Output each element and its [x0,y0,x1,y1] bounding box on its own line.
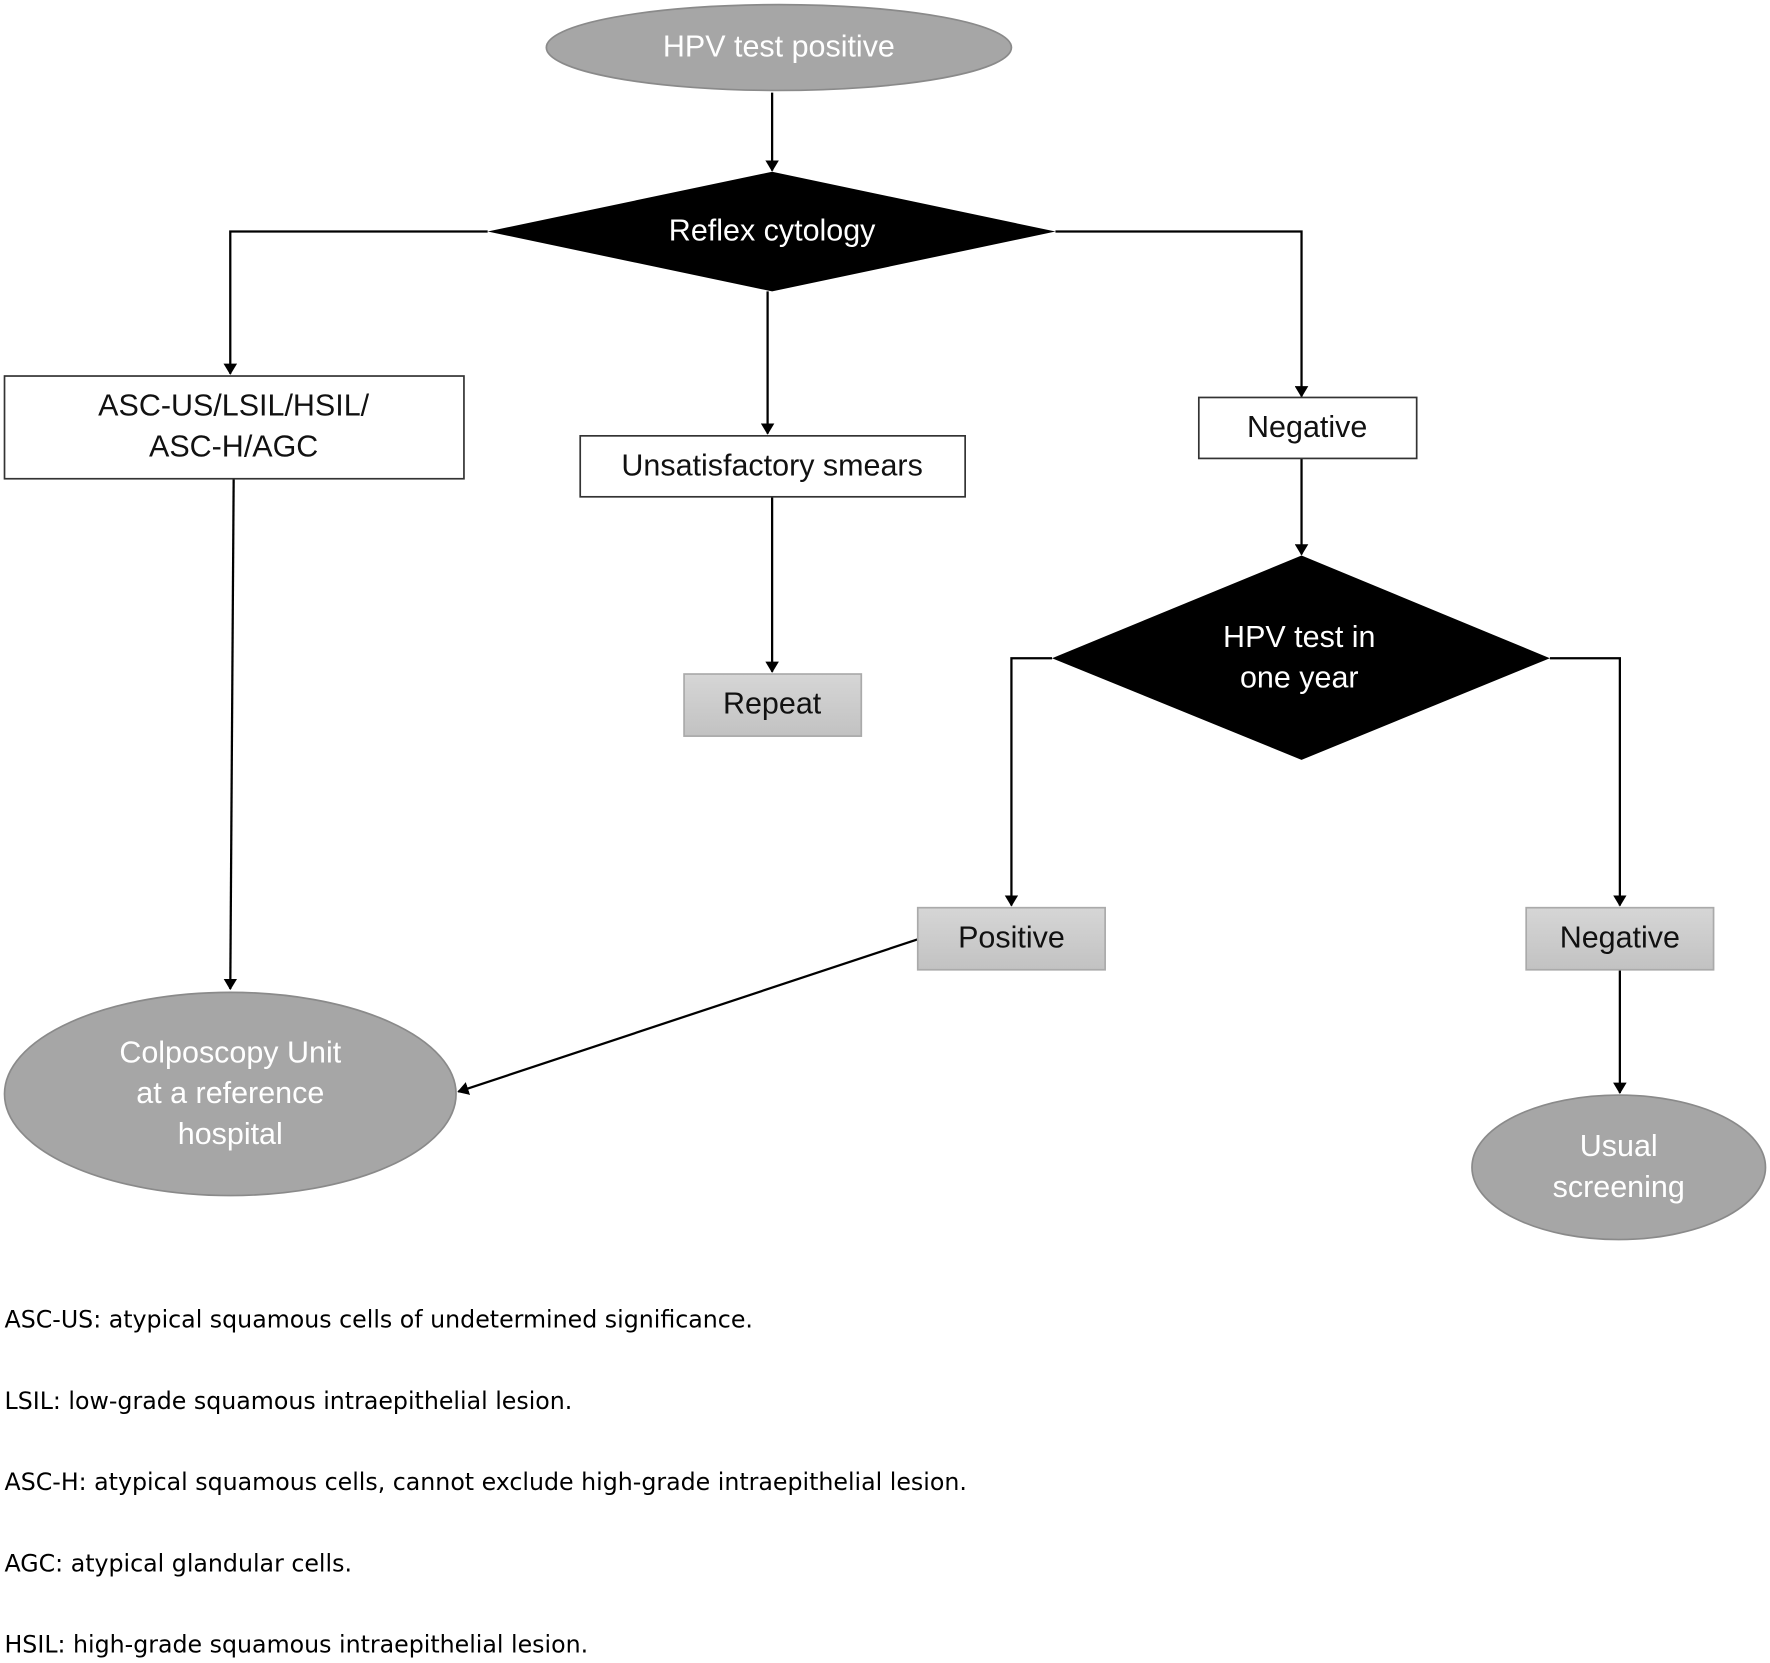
footnote: ASC-US: atypical squamous cells of undet… [5,1306,753,1334]
edge-reflex-abnormal [223,230,488,375]
node-negative-hpv: Negative [1525,906,1715,971]
node-label: Repeat [723,687,822,721]
edges [223,92,1627,1095]
node-repeat: Repeat [683,673,863,737]
edge-abnormal-colposcopy [223,478,238,991]
node-label: Positive [958,920,1065,954]
node-label: one year [1240,661,1359,695]
node-usual-screening: Usual screening [1471,1094,1767,1241]
node-label: Negative [1247,410,1367,444]
node-hpv-test-one-year: HPV test in one year [1052,555,1550,760]
edge-hpvyear-negative [1549,657,1627,907]
edge-reflex-negative [1055,230,1309,398]
edge-hpvyear-positive [1004,657,1053,907]
node-label: screening [1553,1170,1685,1204]
node-unsatisfactory-smears: Unsatisfactory smears [579,434,966,498]
footnote: AGC: atypical glandular cells. [5,1549,352,1577]
node-label: at a reference [136,1076,324,1110]
node-abnormal-cytology: ASC-US/LSIL/HSIL/ ASC-H/AGC [3,375,465,480]
node-label: ASC-US/LSIL/HSIL/ [98,389,369,423]
node-label: Negative [1560,920,1680,954]
node-negative-cytology: Negative [1197,396,1418,460]
node-label: HPV test positive [663,30,895,64]
node-hpv-test-positive: HPV test positive [545,3,1013,92]
node-reflex-cytology: Reflex cytology [487,171,1056,292]
edge-positive-colposcopy [457,938,919,1095]
footnote: HSIL: high-grade squamous intraepithelia… [5,1631,589,1659]
footnote: ASC-H: atypical squamous cells, cannot e… [5,1468,967,1496]
node-label: Colposcopy Unit [119,1035,341,1069]
footnotes: ASC-US: atypical squamous cells of undet… [5,1306,967,1659]
node-label: Reflex cytology [669,214,876,248]
node-label: hospital [178,1117,283,1151]
node-label: Usual [1580,1129,1658,1163]
node-label: Unsatisfactory smears [621,449,922,483]
footnote: LSIL: low-grade squamous intraepithelial… [5,1387,573,1415]
node-label: HPV test in [1223,620,1375,654]
node-colposcopy-unit: Colposcopy Unit at a reference hospital [3,991,457,1197]
node-label: ASC-H/AGC [149,429,318,463]
node-positive: Positive [916,906,1106,971]
